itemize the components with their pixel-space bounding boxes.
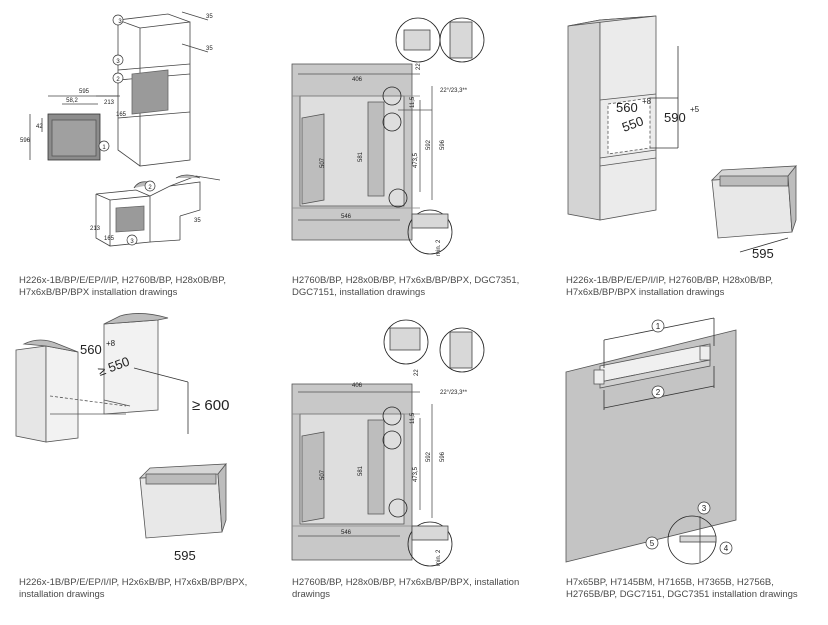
caption-4-line1: H226x-1B/BP/E/EP/I/IP, H2x6xB/BP, H7x6xB…: [19, 577, 248, 588]
dim-35-top: 35: [206, 14, 213, 20]
callout-4: 4: [724, 544, 729, 553]
callout-5: 5: [650, 539, 655, 548]
dim-596: 596: [440, 139, 446, 150]
caption-4-line2: installation drawings: [19, 589, 105, 600]
drawing-5-art: 406 11,5 507 581 473,5 592 596 546 22 22…: [291, 319, 485, 567]
dim-min2: min. 2: [436, 239, 442, 256]
dim-581: 581: [358, 465, 364, 476]
dim-35-mid: 35: [206, 46, 213, 52]
drawing-4-art: 560 +8 ≥ 550 ≥ 600 595: [15, 313, 229, 563]
dim-507: 507: [320, 469, 326, 480]
dim-560: 560: [616, 100, 638, 115]
caption-6-line2: H2765B/BP, DGC7151, DGC7351 installation…: [566, 589, 798, 600]
drawing-1-callouts: [98, 14, 156, 246]
dim-560-tol: +8: [642, 97, 652, 106]
dim-213: 213: [104, 100, 115, 106]
dim-213-base: 213: [90, 226, 101, 232]
dim-35-base: 35: [194, 218, 201, 224]
dim-22-angle: 22°/23,3**: [440, 390, 468, 396]
drawing-2: 406 11,5 507 581 473,5 592 596 546 22 22…: [280, 0, 550, 300]
caption-5-line1: H2760B/BP, H28x0B/BP, H7x6xB/BP/BPX, ins…: [292, 577, 520, 588]
dim-581: 581: [358, 151, 364, 162]
dim-22: 22: [416, 63, 422, 70]
dim-590-tol: +5: [690, 105, 700, 114]
callout-2: 2: [116, 77, 120, 83]
dim-22: 22: [414, 369, 420, 376]
dim-473-5: 473,5: [413, 466, 419, 482]
drawing-3-art: 560 +8 550 590 +5 595: [567, 15, 797, 261]
callout-3-base: 3: [130, 239, 134, 245]
dim-560-tol: +8: [106, 339, 116, 348]
dim-58-2: 58,2: [66, 98, 78, 104]
caption-2: H2760B/BP, H28x0B/BP, H7x6xB/BP/BPX, DGC…: [292, 275, 552, 299]
drawing-6-callouts: [645, 319, 733, 555]
dim-590: 590: [664, 110, 686, 125]
drawing-5: 406 11,5 507 581 473,5 592 596 546 22 22…: [280, 310, 550, 625]
callout-2-base: 2: [148, 185, 152, 191]
caption-6-line1: H7x65BP, H7145BM, H7165B, H7365B, H2756B…: [566, 577, 774, 588]
drawing-2-art: 406 11,5 507 581 473,5 592 596 546 22 22…: [291, 17, 485, 256]
dim-560: 560: [80, 342, 102, 357]
caption-1-line1: H226x-1B/BP/E/EP/I/IP, H2760B/BP, H28x0B…: [19, 275, 227, 286]
callout-1: 1: [102, 145, 106, 151]
dim-596: 596: [440, 451, 446, 462]
dim-165-base: 165: [104, 236, 115, 242]
drawing-6-art: 1 2 3 4 5: [565, 317, 737, 565]
drawing-6: 1 2 3 4 5 H7x65BP, H7145BM, H7165B, H736…: [560, 310, 828, 625]
drawing-1-art: 3 3 2 1 2 3 595 58,2 42 596 213 165 213 …: [20, 11, 221, 247]
dim-11-5: 11,5: [410, 412, 416, 424]
caption-4: H226x-1B/BP/E/EP/I/IP, H2x6xB/BP, H7x6xB…: [19, 577, 279, 601]
caption-3-line1: H226x-1B/BP/E/EP/I/IP, H2760B/BP, H28x0B…: [566, 275, 774, 286]
caption-1-line2: H7x6xB/BP/BPX installation drawings: [19, 287, 178, 298]
caption-6: H7x65BP, H7145BM, H7165B, H7365B, H2756B…: [566, 577, 828, 601]
caption-3-line2: H7x6xB/BP/BPX installation drawings: [566, 287, 725, 298]
caption-5: H2760B/BP, H28x0B/BP, H7x6xB/BP/BPX, ins…: [292, 577, 552, 601]
callout-1: 1: [656, 322, 661, 331]
dim-595: 595: [79, 89, 90, 95]
dim-42: 42: [36, 124, 43, 130]
dim-595: 595: [174, 548, 196, 563]
dim-595: 595: [752, 246, 774, 261]
dim-592: 592: [426, 139, 432, 150]
dim-596: 596: [20, 138, 31, 144]
caption-5-line2: drawings: [292, 589, 331, 600]
callout-2: 2: [656, 388, 661, 397]
drawing-3: 560 +8 550 590 +5 595 H226x-1B/BP/E/EP/I…: [560, 0, 828, 300]
dim-600: ≥ 600: [192, 397, 229, 414]
dim-min2: min. 2: [436, 549, 442, 566]
dim-22-angle: 22°/23,3**: [440, 88, 468, 94]
caption-2-line2: DGC7151, installation drawings: [292, 287, 426, 298]
dim-473-5: 473,5: [413, 152, 419, 168]
drawing-4: 560 +8 ≥ 550 ≥ 600 595 H226x-1B/BP/E/EP/…: [0, 310, 270, 625]
dim-592: 592: [426, 451, 432, 462]
dim-406: 406: [352, 383, 363, 389]
drawing-1: 3 3 2 1 2 3 595 58,2 42 596 213 165 213 …: [0, 0, 260, 298]
callout-3: 3: [702, 504, 707, 513]
dim-546: 546: [341, 214, 352, 220]
dim-406: 406: [352, 77, 363, 83]
caption-2-line1: H2760B/BP, H28x0B/BP, H7x6xB/BP/BPX, DGC…: [292, 275, 520, 286]
dim-507: 507: [320, 157, 326, 168]
dim-550: 550: [620, 113, 646, 135]
dim-11-5: 11,5: [410, 96, 416, 108]
callout-3-mid: 3: [116, 59, 120, 65]
caption-3: H226x-1B/BP/E/EP/I/IP, H2760B/BP, H28x0B…: [566, 275, 826, 299]
dim-165: 165: [116, 112, 127, 118]
caption-1: H226x-1B/BP/E/EP/I/IP, H2760B/BP, H28x0B…: [19, 275, 269, 299]
callout-3-top: 3: [118, 19, 122, 25]
dim-546: 546: [341, 530, 352, 536]
